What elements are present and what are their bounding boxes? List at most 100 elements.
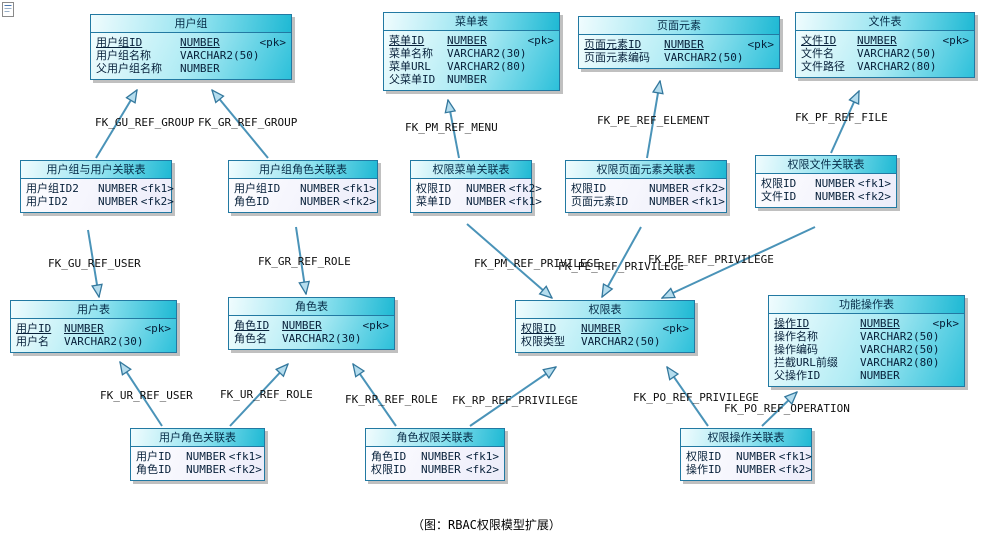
arrow-fk-gr-ref-role [295,226,306,294]
column-key: <fk1> [691,195,725,208]
column-key: <fk1> [140,182,174,195]
column-type: VARCHAR2(80) [447,60,527,73]
column-name: 操作编码 [774,343,818,356]
column-type: NUMBER [186,463,226,476]
table-column: 父用户组名称 NUMBER [91,62,291,75]
arrow-fk-ur-ref-role [229,364,288,427]
column-type: VARCHAR2(50) [664,51,744,64]
column-name: 用户ID [16,322,52,335]
table-column: 文件路径 VARCHAR2(80) [796,60,974,73]
column-name: 权限ID [761,177,797,190]
column-name: 用户ID [136,450,172,463]
column-name: 操作名称 [774,330,818,343]
arrow-fk-pe-ref-privilege [601,226,642,297]
table-column: 菜单ID NUMBER<fk1> [411,195,542,208]
column-type: NUMBER [649,182,689,195]
table-title: 文件表 [796,13,974,31]
column-key: <fk1> [857,177,891,190]
column-type: VARCHAR2(50) [860,343,940,356]
column-name: 页面元素ID [571,195,629,208]
fk-label-gr-ref-group: FK_GR_REF_GROUP [198,116,298,129]
fk-label-pf-ref-file: FK_PF_REF_FILE [795,111,888,124]
column-name: 权限类型 [521,335,565,348]
column-key: <fk1> [508,195,542,208]
column-type: VARCHAR2(50) [857,47,937,60]
column-type: NUMBER [860,369,900,382]
table-title: 权限菜单关联表 [411,161,531,179]
column-name: 页面元素编码 [584,51,650,64]
column-name: 操作ID [774,317,810,330]
table-title: 权限文件关联表 [756,156,896,174]
column-type: VARCHAR2(30) [64,335,144,348]
arrow-fk-ur-ref-user [120,362,163,427]
column-type: NUMBER [736,450,776,463]
column-key: <fk2> [140,195,174,208]
column-type: NUMBER [736,463,776,476]
column-name: 父菜单ID [389,73,436,86]
diagram-caption: （图：RBAC权限模型扩展） [412,518,561,532]
column-type: NUMBER [282,319,322,332]
column-type: VARCHAR2(80) [857,60,937,73]
fk-label-pf-ref-privilege: FK_PF_REF_PRIVILEGE [648,253,774,266]
column-type: NUMBER [466,195,506,208]
arrow-fk-gu-ref-user [87,229,99,297]
column-type: NUMBER [581,322,621,335]
table-title: 页面元素 [579,17,779,35]
column-key: <fk2> [228,463,262,476]
column-name: 文件路径 [801,60,845,73]
column-type: NUMBER [649,195,689,208]
column-type: NUMBER [815,190,855,203]
column-name: 菜单ID [416,195,452,208]
column-name: 用户组ID2 [26,182,79,195]
column-name: 菜单名称 [389,47,433,60]
column-key: <fk2> [691,182,725,195]
column-name: 用户组ID [234,182,281,195]
column-key: <pk> [259,36,287,49]
column-name: 角色ID [234,195,270,208]
column-name: 角色ID [136,463,172,476]
column-name: 用户组ID [96,36,143,49]
column-name: 父用户组名称 [96,62,162,75]
column-type: NUMBER [447,73,487,86]
column-type: NUMBER [421,463,461,476]
column-key: <fk2> [857,190,891,203]
column-type: NUMBER [180,62,220,75]
column-name: 角色ID [371,450,407,463]
column-type: NUMBER [300,195,340,208]
column-name: 权限ID [686,450,722,463]
column-key: <fk2> [778,463,812,476]
column-type: NUMBER [300,182,340,195]
arrow-fk-po-ref-privilege [667,367,709,427]
